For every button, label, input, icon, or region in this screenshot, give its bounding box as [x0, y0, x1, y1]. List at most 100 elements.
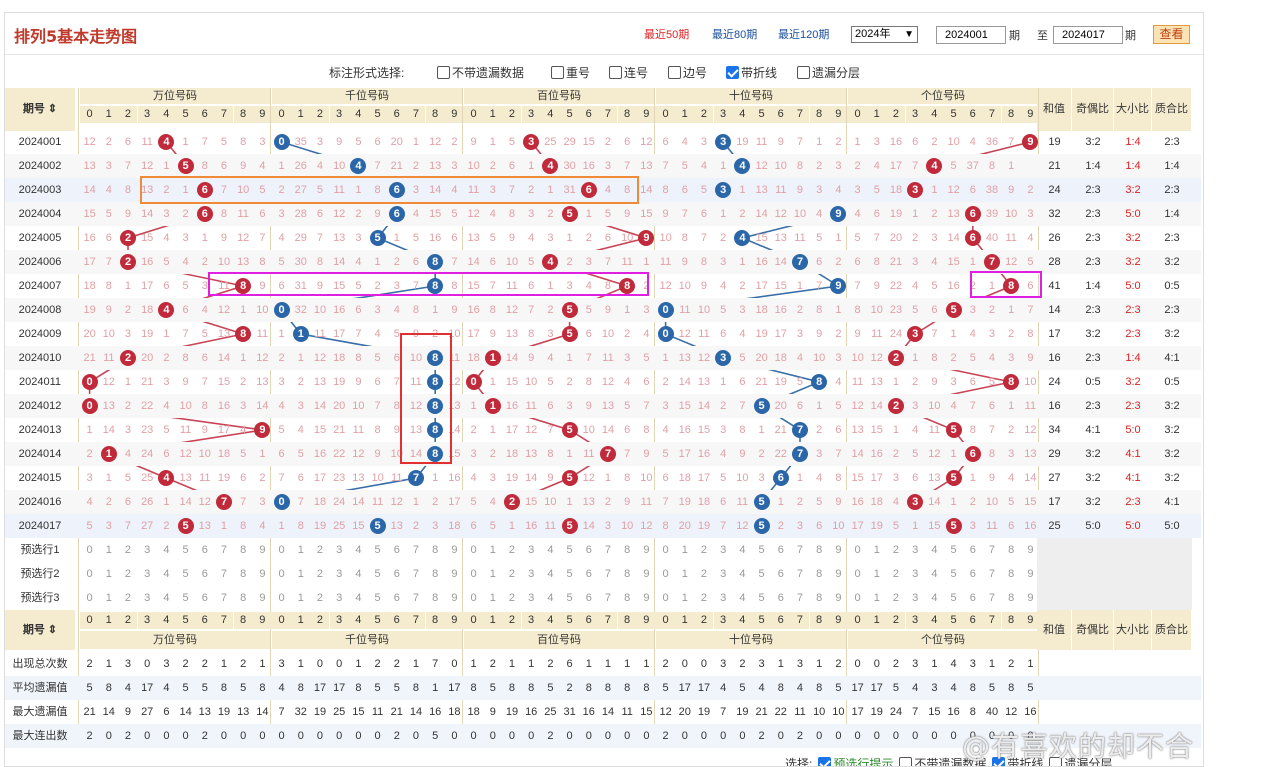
preselect-digit[interactable]: 7 [796, 544, 804, 556]
preselect-digit[interactable]: 7 [220, 592, 228, 604]
preselect-digit[interactable]: 8 [816, 544, 823, 556]
preselect-digit[interactable]: 4 [931, 568, 938, 580]
preselect-digit[interactable]: 2 [124, 544, 132, 556]
preselect-digit[interactable]: 5 [758, 592, 765, 604]
preselect-digit[interactable]: 4 [163, 568, 170, 580]
preselect-digit[interactable]: 2 [508, 544, 516, 556]
preselect-digit[interactable]: 8 [624, 592, 631, 604]
preselect-digit[interactable]: 9 [643, 568, 650, 580]
preselect-digit[interactable]: 4 [931, 544, 938, 556]
checkbox[interactable] [609, 66, 622, 79]
preselect-digit[interactable]: 1 [105, 544, 112, 556]
preselect-digit[interactable]: 6 [393, 568, 400, 580]
preselect-digit[interactable]: 2 [124, 568, 132, 580]
preselect-digit[interactable]: 1 [489, 568, 496, 580]
option-edge[interactable]: 边号 [668, 64, 707, 81]
preselect-digit[interactable]: 3 [528, 544, 535, 556]
preselect-digit[interactable]: 2 [316, 544, 324, 556]
preselect-digit[interactable]: 8 [1008, 568, 1015, 580]
preselect-digit[interactable]: 0 [662, 592, 669, 604]
preselect-digit[interactable]: 1 [297, 568, 304, 580]
preselect-digit[interactable]: 8 [240, 544, 247, 556]
preselect-digit[interactable]: 4 [547, 568, 554, 580]
preselect-digit[interactable]: 7 [220, 568, 228, 580]
checkbox[interactable] [899, 757, 913, 766]
preselect-digit[interactable]: 5 [758, 544, 765, 556]
preselect-digit[interactable]: 3 [336, 568, 343, 580]
preselect-digit[interactable]: 3 [336, 544, 343, 556]
preselect-digit[interactable]: 0 [662, 568, 669, 580]
preselect-digit[interactable]: 9 [835, 568, 842, 580]
preselect-digit[interactable]: 0 [854, 544, 861, 556]
option-consecutive[interactable]: 连号 [609, 64, 648, 81]
option-no-missing[interactable]: 不带遗漏数据 [437, 64, 524, 81]
preselect-digit[interactable]: 1 [681, 544, 688, 556]
preselect-digit[interactable]: 9 [1027, 544, 1034, 556]
checkbox[interactable] [797, 66, 810, 79]
preselect-digit[interactable]: 5 [182, 568, 189, 580]
preselect-digit[interactable]: 2 [700, 568, 708, 580]
preselect-digit[interactable]: 1 [297, 592, 304, 604]
preselect-digit[interactable]: 9 [643, 544, 650, 556]
preselect-digit[interactable]: 5 [182, 592, 189, 604]
preselect-digit[interactable]: 7 [988, 592, 996, 604]
period-header[interactable]: 期号 ⇕ [5, 88, 75, 131]
preselect-digit[interactable]: 6 [585, 592, 592, 604]
preselect-digit[interactable]: 1 [681, 568, 688, 580]
range-to-input[interactable]: 2024017 [1053, 26, 1123, 44]
preselect-digit[interactable]: 3 [528, 568, 535, 580]
preselect-digit[interactable]: 5 [566, 592, 573, 604]
preselect-digit[interactable]: 5 [374, 592, 381, 604]
preselect-digit[interactable]: 6 [777, 592, 784, 604]
preselect-digit[interactable]: 4 [547, 544, 554, 556]
preselect-digit[interactable]: 8 [624, 568, 631, 580]
preselect-digit[interactable]: 7 [604, 592, 612, 604]
preselect-digit[interactable]: 0 [86, 592, 93, 604]
link-recent-80[interactable]: 最近80期 [712, 29, 758, 41]
preselect-digit[interactable]: 3 [720, 568, 727, 580]
preselect-digit[interactable]: 5 [374, 544, 381, 556]
preselect-digit[interactable]: 3 [912, 544, 919, 556]
footer-option-hint[interactable]: 预选行提示 [818, 755, 893, 766]
preselect-digit[interactable]: 1 [489, 544, 496, 556]
preselect-digit[interactable]: 7 [412, 592, 420, 604]
preselect-digit[interactable]: 9 [1027, 592, 1034, 604]
preselect-digit[interactable]: 3 [528, 592, 535, 604]
preselect-digit[interactable]: 1 [681, 592, 688, 604]
preselect-digit[interactable]: 2 [700, 544, 708, 556]
link-recent-50[interactable]: 最近50期 [644, 29, 690, 41]
preselect-digit[interactable]: 2 [124, 592, 132, 604]
preselect-digit[interactable]: 3 [720, 544, 727, 556]
preselect-digit[interactable]: 8 [816, 592, 823, 604]
preselect-digit[interactable]: 0 [278, 592, 285, 604]
preselect-digit[interactable]: 2 [508, 568, 516, 580]
preselect-digit[interactable]: 0 [278, 568, 285, 580]
preselect-digit[interactable]: 2 [892, 568, 900, 580]
preselect-digit[interactable]: 9 [451, 592, 458, 604]
preselect-digit[interactable]: 0 [470, 592, 477, 604]
link-recent-120[interactable]: 最近120期 [778, 29, 830, 41]
preselect-digit[interactable]: 0 [470, 568, 477, 580]
preselect-digit[interactable]: 3 [912, 568, 919, 580]
preselect-digit[interactable]: 0 [86, 544, 93, 556]
preselect-digit[interactable]: 7 [604, 544, 612, 556]
preselect-digit[interactable]: 9 [451, 544, 458, 556]
preselect-digit[interactable]: 8 [432, 544, 439, 556]
preselect-digit[interactable]: 8 [240, 568, 247, 580]
preselect-digit[interactable]: 0 [854, 592, 861, 604]
query-button[interactable]: 查看 [1153, 25, 1190, 44]
preselect-digit[interactable]: 6 [201, 544, 208, 556]
preselect-digit[interactable]: 4 [163, 544, 170, 556]
preselect-digit[interactable]: 1 [873, 568, 880, 580]
checkbox[interactable] [1049, 757, 1063, 766]
preselect-digit[interactable]: 0 [854, 568, 861, 580]
preselect-digit[interactable]: 6 [969, 568, 976, 580]
option-repeat[interactable]: 重号 [551, 64, 590, 81]
preselect-digit[interactable]: 6 [201, 592, 208, 604]
preselect-digit[interactable]: 5 [566, 568, 573, 580]
preselect-digit[interactable]: 2 [892, 544, 900, 556]
preselect-digit[interactable]: 4 [739, 592, 746, 604]
preselect-digit[interactable]: 2 [700, 592, 708, 604]
preselect-digit[interactable]: 7 [988, 544, 996, 556]
preselect-digit[interactable]: 5 [566, 544, 573, 556]
